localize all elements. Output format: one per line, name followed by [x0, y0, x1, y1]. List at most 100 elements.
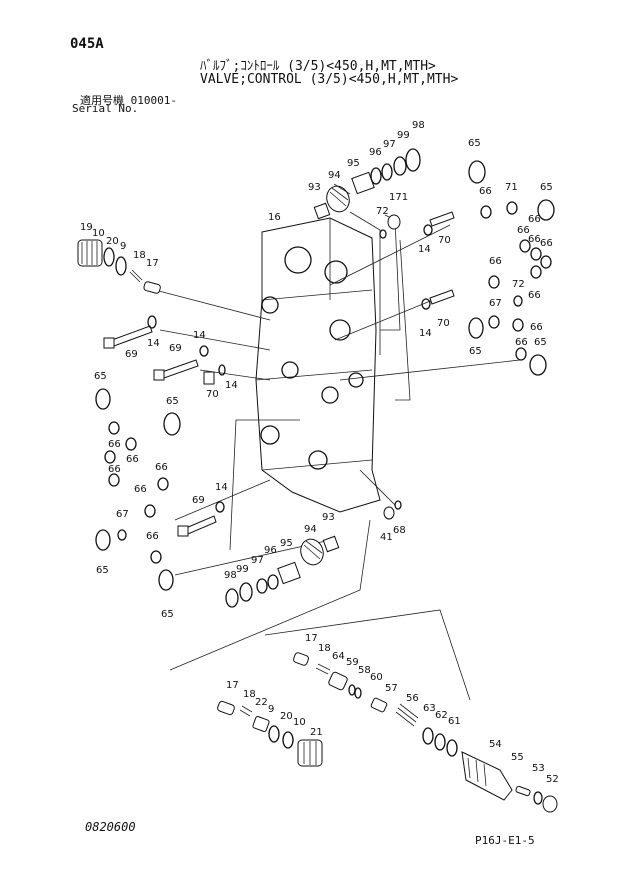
- callout: 69: [192, 495, 205, 506]
- callout: 99: [236, 564, 249, 575]
- callout: 57: [385, 683, 398, 694]
- callout: 97: [383, 139, 396, 150]
- callout: 54: [489, 739, 502, 750]
- callout: 68: [393, 525, 406, 536]
- callout: 20: [106, 236, 119, 247]
- callout: 97: [251, 555, 264, 566]
- callout: 55: [511, 752, 524, 763]
- callout: 60: [370, 672, 383, 683]
- callout: 72: [376, 206, 389, 217]
- callout: 20: [280, 711, 293, 722]
- leader-lines: [154, 211, 521, 701]
- callout: 9: [120, 241, 126, 252]
- left-plug-assembly: [77, 239, 161, 294]
- callout: 10: [92, 228, 105, 239]
- callout: 62: [435, 710, 448, 721]
- callout: 71: [505, 182, 518, 193]
- callout: 94: [304, 524, 317, 535]
- callout: 66: [540, 238, 553, 249]
- callout: 93: [308, 182, 321, 193]
- callout: 65: [540, 182, 553, 193]
- callout: 41: [380, 532, 393, 543]
- callout: 65: [94, 371, 107, 382]
- callout: 65: [96, 565, 109, 576]
- callout: 19: [80, 222, 93, 233]
- callout: 52: [546, 774, 559, 785]
- callout: 17: [305, 633, 318, 644]
- callout: 66: [517, 225, 530, 236]
- top-cap-assembly: [313, 148, 421, 239]
- callout: 66: [530, 322, 543, 333]
- callout: 66: [489, 256, 502, 267]
- callout: 53: [532, 763, 545, 774]
- callout: 70: [206, 389, 219, 400]
- callout: 65: [469, 346, 482, 357]
- callout: 67: [116, 509, 129, 520]
- callout: 56: [406, 693, 419, 704]
- lower-plug-assembly: [217, 700, 323, 767]
- callout: 18: [133, 250, 146, 261]
- callout: 66: [108, 464, 121, 475]
- bolts: [103, 211, 455, 537]
- serial-label-english: Serial No.: [72, 102, 139, 115]
- callout: 65: [161, 609, 174, 620]
- callout: 14: [225, 380, 238, 391]
- callout: 66: [134, 484, 147, 495]
- callout: 93: [322, 512, 335, 523]
- callout: 21: [310, 727, 323, 738]
- callout: 96: [264, 545, 277, 556]
- callout: 66: [515, 337, 528, 348]
- callout: 65: [468, 138, 481, 149]
- callout: 95: [280, 538, 293, 549]
- callout: 14: [418, 244, 431, 255]
- title-japanese: ﾊﾞﾙﾌﾞ;ｺﾝﾄﾛｰﾙ (3/5)<450,H,MT,MTH>: [200, 59, 436, 74]
- callout: 17: [146, 258, 159, 269]
- callout: 98: [224, 570, 237, 581]
- callout: 66: [155, 462, 168, 473]
- callout: 67: [489, 298, 502, 309]
- callout: 95: [347, 158, 360, 169]
- callout: 65: [166, 396, 179, 407]
- callout-labels: 98 99 97 96 95 94 93 171 72 16 65 66 71 …: [80, 120, 559, 785]
- callout: 66: [528, 290, 541, 301]
- relief-valve-assembly: [293, 652, 558, 813]
- callout: 59: [346, 657, 359, 668]
- callout: 17: [226, 680, 239, 691]
- callout: 70: [438, 235, 451, 246]
- callout: 14: [419, 328, 432, 339]
- page-reference: P16J-E1-5: [475, 834, 535, 847]
- callout: 171: [389, 192, 408, 203]
- serial-label-japanese: 適用号機 010001-: [80, 94, 177, 107]
- callout: 65: [534, 337, 547, 348]
- callout: 66: [479, 186, 492, 197]
- callout: 69: [125, 349, 138, 360]
- callout: 98: [412, 120, 425, 131]
- callout: 99: [397, 130, 410, 141]
- valve-body: [255, 217, 381, 513]
- callout: 66: [528, 214, 541, 225]
- callout: 63: [423, 703, 436, 714]
- callout: 9: [268, 704, 274, 715]
- callout: 22: [255, 697, 268, 708]
- callout: 61: [448, 716, 461, 727]
- callout: 66: [146, 531, 159, 542]
- callout: 14: [147, 338, 160, 349]
- o-rings-left: [95, 388, 181, 591]
- page-code: 045A: [70, 36, 104, 52]
- callout: 58: [358, 665, 371, 676]
- title-english: VALVE;CONTROL (3/5)<450,H,MT,MTH>: [200, 72, 459, 87]
- callout: 72: [512, 279, 525, 290]
- callout: 14: [193, 330, 206, 341]
- drawing-date: 0820600: [85, 820, 136, 834]
- callout: 10: [293, 717, 306, 728]
- callout: 66: [528, 234, 541, 245]
- callout: 70: [437, 318, 450, 329]
- callout: 94: [328, 170, 341, 181]
- o-rings-right: [468, 160, 555, 376]
- callout: 69: [169, 343, 182, 354]
- callout: 18: [243, 689, 256, 700]
- callout: 64: [332, 651, 345, 662]
- callout: 66: [126, 454, 139, 465]
- callout: 66: [108, 439, 121, 450]
